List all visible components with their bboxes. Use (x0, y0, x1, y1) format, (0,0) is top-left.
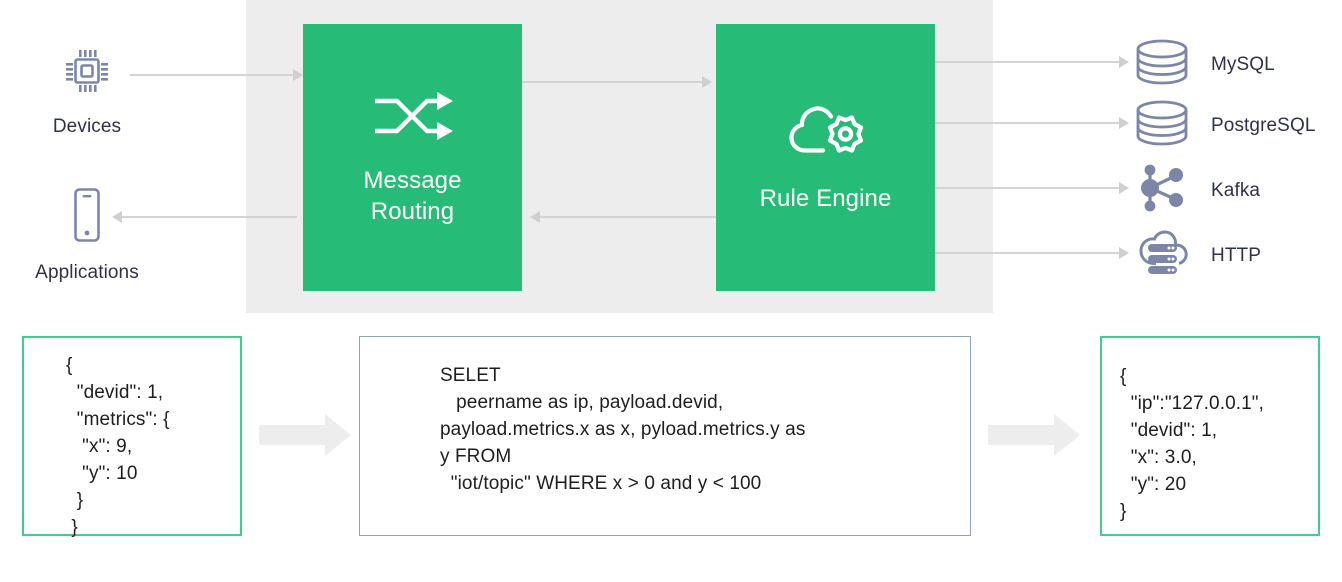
arrowhead-routing-to-applications (112, 211, 122, 223)
node-kafka[interactable]: Kafka (1133, 163, 1260, 218)
arrowhead-ruleengine-to-http (1119, 247, 1129, 259)
database-cylinder-icon (1133, 99, 1191, 152)
node-label-applications: Applications (35, 262, 139, 283)
sql-rule-text: SELET peername as ip, payload.devid, pay… (440, 365, 806, 494)
connector-ruleengine-to-kafka (935, 187, 1121, 189)
cloud-server-icon (1133, 228, 1191, 283)
node-postgresql[interactable]: PostgreSQL (1133, 99, 1316, 152)
cloud-gear-icon (787, 102, 865, 167)
input-payload-panel[interactable]: { "devid": 1, "metrics": { "x": 9, "y": … (22, 336, 242, 538)
connector-ruleengine-to-http (935, 252, 1121, 254)
connector-routing-to-ruleengine (522, 81, 704, 83)
input-payload-json: { "devid": 1, "metrics": { "x": 9, "y": … (66, 355, 170, 538)
flow-arrow-input-to-sql (259, 414, 351, 456)
sql-rule-panel[interactable]: SELET peername as ip, payload.devid, pay… (359, 336, 971, 536)
kafka-node-graph-icon (1133, 163, 1191, 218)
connector-ruleengine-to-routing (540, 216, 716, 218)
smartphone-icon (66, 185, 108, 250)
flow-arrow-sql-to-output (988, 414, 1080, 456)
node-mysql[interactable]: MySQL (1133, 38, 1275, 91)
node-applications[interactable]: Applications (27, 185, 147, 284)
arrowhead-ruleengine-to-postgresql (1119, 117, 1129, 129)
node-http[interactable]: HTTP (1133, 228, 1261, 283)
arrowhead-ruleengine-to-mysql (1119, 56, 1129, 68)
process-box-label-rule-engine: Rule Engine (759, 184, 892, 212)
node-devices[interactable]: Devices (27, 43, 147, 138)
process-box-rule-engine[interactable]: Rule Engine (716, 24, 935, 291)
connector-ruleengine-to-postgresql (935, 122, 1121, 124)
database-cylinder-icon (1133, 38, 1191, 91)
process-box-message-routing[interactable]: Message Routing (303, 24, 522, 291)
arrowhead-ruleengine-to-routing (530, 211, 540, 223)
connector-ruleengine-to-mysql (935, 61, 1121, 63)
node-label-mysql: MySQL (1211, 53, 1275, 75)
node-label-postgresql: PostgreSQL (1211, 114, 1316, 136)
node-label-devices: Devices (52, 116, 122, 137)
shuffle-routing-icon (371, 88, 455, 149)
connector-devices-to-routing (130, 74, 295, 76)
process-box-label-message-routing: Message Routing (363, 167, 462, 225)
connector-routing-to-applications (122, 216, 297, 218)
arrowhead-ruleengine-to-kafka (1119, 182, 1129, 194)
output-payload-json: { "ip":"127.0.0.1", "devid": 1, "x": 3.0… (1120, 366, 1265, 522)
output-payload-panel[interactable]: { "ip":"127.0.0.1", "devid": 1, "x": 3.0… (1100, 336, 1320, 536)
arrowhead-devices-to-routing (293, 69, 303, 81)
node-label-http: HTTP (1211, 244, 1262, 266)
node-label-kafka: Kafka (1211, 179, 1261, 201)
chip-icon (59, 43, 115, 104)
arrowhead-routing-to-ruleengine (702, 76, 712, 88)
